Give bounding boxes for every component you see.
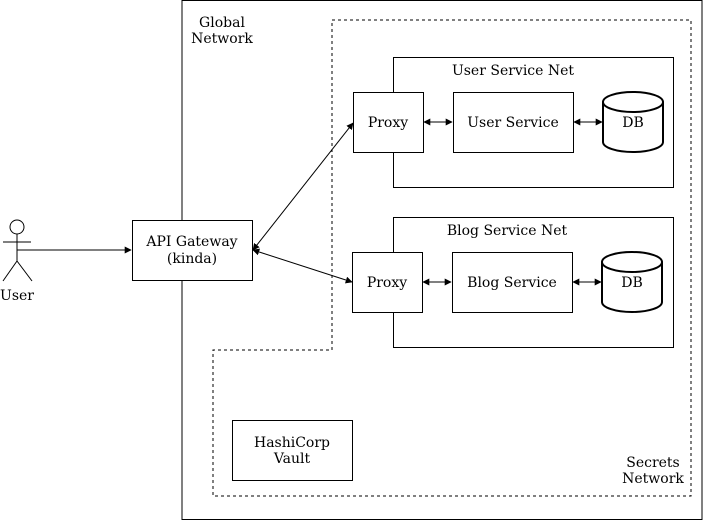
secrets-network: Secrets Network — [212, 19, 692, 497]
api-gateway-label-line1: API Gateway — [145, 234, 237, 250]
user-proxy-label: Proxy — [368, 115, 408, 131]
user-proxy-node: Proxy — [353, 92, 424, 153]
global-network-label-line1: Global — [199, 15, 245, 31]
api-gateway-node: API Gateway (kinda) — [132, 220, 253, 281]
hashicorp-vault-node: HashiCorp Vault — [232, 420, 353, 481]
blog-proxy-label: Proxy — [367, 275, 407, 291]
user-head-icon — [9, 219, 25, 235]
gateway-to-user-proxy-arrow — [252, 122, 354, 251]
blog-service-label: Blog Service — [467, 275, 557, 291]
user-db-cylinder: DB — [602, 91, 664, 153]
vault-label-line2: Vault — [273, 451, 311, 467]
user-actor — [2, 219, 33, 282]
vault-label-line1: HashiCorp — [254, 435, 330, 451]
blog-service-net-title: Blog Service Net — [447, 223, 568, 239]
user-service-node: User Service — [453, 92, 574, 153]
global-network: Global Network — [181, 0, 703, 520]
blog-service-node: Blog Service — [452, 252, 573, 313]
api-gateway-label-line2: (kinda) — [167, 251, 217, 267]
gateway-to-blog-proxy-arrow — [252, 248, 353, 284]
user-service-net-title: User Service Net — [452, 63, 574, 79]
user-label: User — [0, 288, 34, 304]
secrets-network-label-line2: Network — [622, 471, 684, 487]
global-network-label-line2: Network — [191, 31, 253, 47]
blog-proxy-node: Proxy — [352, 252, 423, 313]
blog-db-label: DB — [621, 275, 643, 291]
secrets-network-label-line1: Secrets — [626, 455, 680, 471]
user-db-label: DB — [622, 115, 644, 131]
blog-db-cylinder: DB — [601, 251, 663, 313]
user-service-label: User Service — [467, 115, 559, 131]
